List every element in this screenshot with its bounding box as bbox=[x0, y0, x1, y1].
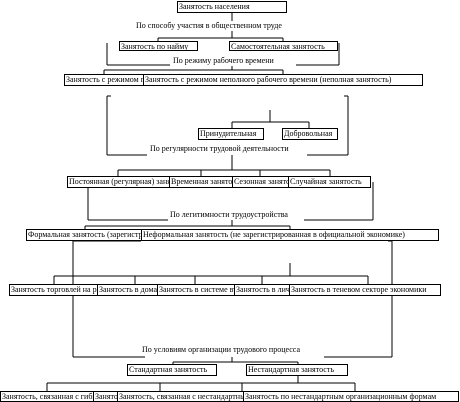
node-informal-employment: Неформальная занятость (не зарегистриров… bbox=[141, 229, 439, 241]
node-seasonal-employment: Сезонная занятость bbox=[232, 176, 289, 188]
node-full-time: Занятость с режимом полного рабочего вре… bbox=[64, 74, 144, 86]
node-standard-employment: Стандартная занятость bbox=[127, 364, 217, 376]
node-voluntary-part-time: Добровольная bbox=[282, 128, 338, 140]
criterion-legitimacy-label: По легитимности трудоустройства bbox=[169, 210, 289, 220]
node-private-farm: Занятость в личном подсобном хозяйстве bbox=[234, 284, 290, 296]
node-remote-work: Занятость, связанная с дистанционной раб… bbox=[93, 391, 118, 402]
criterion-working-time-label: По режиму рабочего времени bbox=[172, 56, 275, 66]
node-secondary-employment: Занятость в системе вторичной занятости bbox=[157, 284, 235, 296]
node-temporary-employment: Временная занятость bbox=[169, 176, 233, 188]
node-formal-employment: Формальная занятость (зарегистрированная… bbox=[26, 229, 142, 241]
node-hired-employment: Занятость по найму bbox=[119, 41, 198, 51]
node-nonstandard-place: Занятость, связанная с нестандартным мес… bbox=[117, 391, 244, 402]
root-node: Занятость населения bbox=[177, 1, 287, 13]
node-household: Занятость в домашнем хозяйстве bbox=[97, 284, 158, 296]
criterion-organization-label: По условиям организации трудового процес… bbox=[141, 345, 301, 355]
node-nonstandard-employment: Нестандартная занятость bbox=[246, 364, 348, 376]
node-nonstandard-forms: Занятость по нестандартным организационн… bbox=[243, 391, 459, 402]
node-casual-employment: Случайная занятость bbox=[288, 176, 371, 188]
node-forced-part-time: Принудительная bbox=[198, 128, 264, 140]
criterion-participation-label: По способу участия в общественном труде bbox=[135, 21, 283, 31]
node-flexible-schedule: Занятость, связанная с гибким графиком bbox=[0, 391, 94, 402]
node-shadow-sector: Занятость в теневом секторе экономики bbox=[289, 284, 441, 296]
node-market-trade: Занятость торговлей на рынках bbox=[9, 284, 98, 296]
criterion-regularity-label: По регулярности трудовой деятельности bbox=[149, 144, 290, 154]
node-permanent-employment: Постоянная (регулярная) занятость bbox=[67, 176, 170, 188]
node-part-time: Занятость с режимом неполного рабочего в… bbox=[143, 74, 423, 86]
node-self-employment: Самостоятельная занятость bbox=[229, 41, 338, 51]
